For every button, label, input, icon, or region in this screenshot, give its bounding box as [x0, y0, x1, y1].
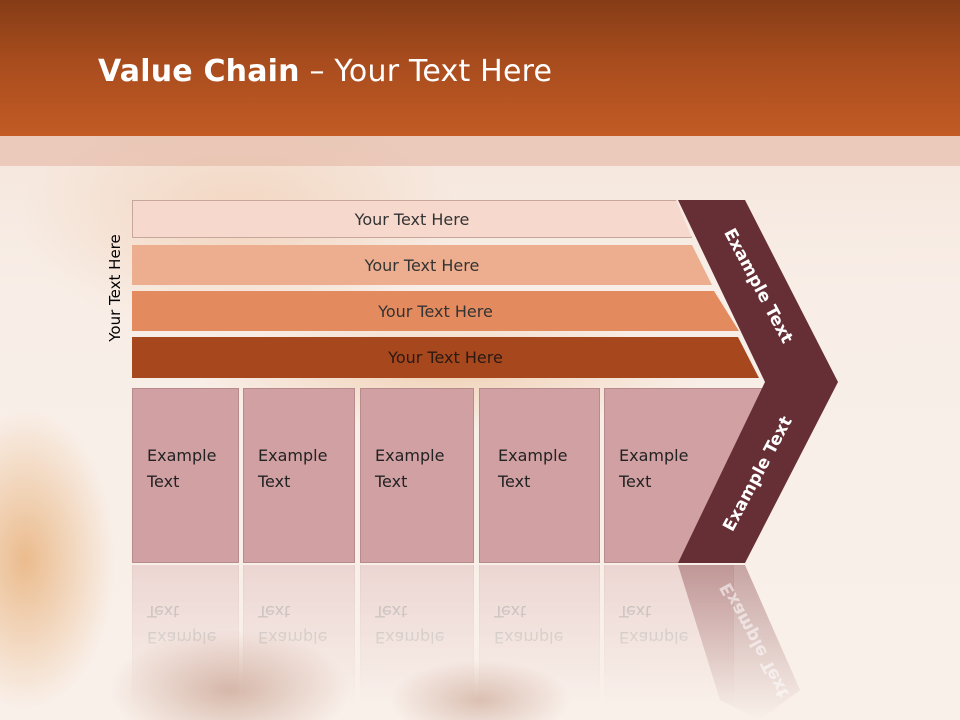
- chain-row-4[interactable]: Your Text Here: [132, 337, 759, 378]
- activity-box-3-line1: Example: [375, 446, 445, 465]
- chain-row-4-label: Your Text Here: [388, 348, 503, 367]
- chain-row-1-label: Your Text Here: [354, 209, 470, 229]
- activity-box-4-line1: Example: [498, 446, 568, 465]
- header-band: [0, 136, 960, 166]
- activity-box-3-line2: Text: [375, 472, 408, 491]
- chain-row-3[interactable]: Your Text Here: [132, 291, 739, 331]
- title-bold: Value Chain: [98, 54, 300, 89]
- activity-box-1-line1: Example: [147, 446, 217, 465]
- activity-box-2-line1: Example: [258, 446, 328, 465]
- chain-row-2-label: Your Text Here: [364, 255, 480, 275]
- activity-box-4-line2: Text: [498, 472, 531, 491]
- slide-title: Value Chain – Your Text Here: [98, 54, 552, 89]
- header-bar: [0, 0, 960, 136]
- margin-chevron-shape[interactable]: [678, 200, 838, 563]
- chain-row-2[interactable]: Your Text Here: [132, 245, 712, 285]
- activity-box-2-line2: Text: [258, 472, 291, 491]
- activity-box-1-line2: Text: [147, 472, 180, 491]
- title-rest: – Your Text Here: [299, 54, 553, 89]
- activity-box-5-line1: Example: [619, 446, 689, 465]
- chain-row-1[interactable]: Your Text Here: [132, 200, 692, 238]
- activity-box-5-line2: Text: [619, 472, 652, 491]
- margin-chevron-reflection: [678, 565, 800, 720]
- chain-row-3-label: Your Text Here: [378, 301, 493, 321]
